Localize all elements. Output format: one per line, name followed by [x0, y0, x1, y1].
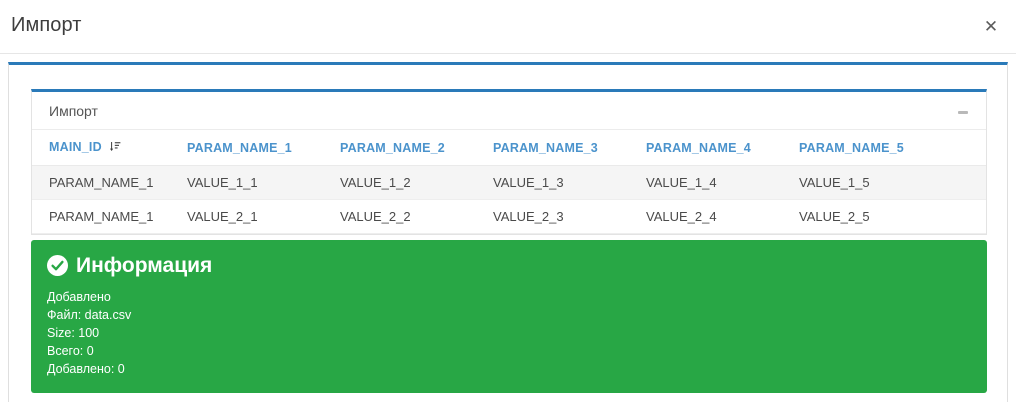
column-header-param-4[interactable]: PARAM_NAME_4: [646, 130, 799, 166]
dialog-header: Импорт ✕: [0, 0, 1016, 54]
check-circle-icon: [47, 255, 68, 277]
alert-line-added: Добавлено: [47, 290, 111, 305]
card-title: Импорт: [49, 103, 98, 119]
alert-line-file: Файл: data.csv: [47, 308, 132, 323]
table-header-row: MAIN_ID PARAM_NA: [32, 130, 986, 166]
alert-heading-text: Информация: [76, 254, 213, 277]
import-panel: Импорт MAIN_ID: [8, 62, 1008, 402]
cell-main-id: PARAM_NAME_1: [32, 199, 187, 234]
alert-line-added-count: Добавлено: 0: [47, 362, 125, 377]
import-card: Импорт MAIN_ID: [31, 89, 987, 235]
page-title: Импорт: [11, 14, 82, 36]
alert-line-total: Всего: 0: [47, 344, 94, 359]
import-table: MAIN_ID PARAM_NA: [32, 130, 986, 234]
cell-param-5: VALUE_2_5: [799, 199, 986, 234]
table-head: MAIN_ID PARAM_NA: [32, 130, 986, 166]
sort-descending-icon: [109, 141, 121, 156]
cell-param-5: VALUE_1_5: [799, 165, 986, 200]
column-header-param-3[interactable]: PARAM_NAME_3: [493, 130, 646, 166]
cell-main-id: PARAM_NAME_1: [32, 165, 187, 200]
alert-line-size: Size: 100: [47, 326, 100, 341]
cell-param-1: VALUE_1_1: [187, 165, 340, 200]
cell-param-2: VALUE_1_2: [340, 165, 493, 200]
card-header: Импорт: [32, 92, 986, 130]
cell-param-1: VALUE_2_1: [187, 199, 340, 234]
cell-param-3: VALUE_1_3: [493, 165, 646, 200]
cell-param-3: VALUE_2_3: [493, 199, 646, 234]
table-row[interactable]: PARAM_NAME_1 VALUE_1_1 VALUE_1_2 VALUE_1…: [32, 165, 986, 200]
table-body: PARAM_NAME_1 VALUE_1_1 VALUE_1_2 VALUE_1…: [32, 165, 986, 234]
table-row[interactable]: PARAM_NAME_1 VALUE_2_1 VALUE_2_2 VALUE_2…: [32, 199, 986, 234]
cell-param-4: VALUE_1_4: [646, 165, 799, 200]
status-alert-success: Информация Добавлено Файл: data.csv Size…: [31, 240, 987, 393]
column-header-label: MAIN_ID: [49, 140, 102, 154]
cell-param-4: VALUE_2_4: [646, 199, 799, 234]
cell-param-2: VALUE_2_2: [340, 199, 493, 234]
column-header-param-1[interactable]: PARAM_NAME_1: [187, 130, 340, 166]
column-header-main-id[interactable]: MAIN_ID: [32, 130, 187, 166]
minus-icon[interactable]: [952, 101, 974, 123]
column-header-param-2[interactable]: PARAM_NAME_2: [340, 130, 493, 166]
close-icon[interactable]: ✕: [976, 11, 1006, 41]
minus-bar: [958, 110, 968, 114]
column-header-param-5[interactable]: PARAM_NAME_5: [799, 130, 986, 166]
alert-heading: Информация: [47, 254, 971, 277]
